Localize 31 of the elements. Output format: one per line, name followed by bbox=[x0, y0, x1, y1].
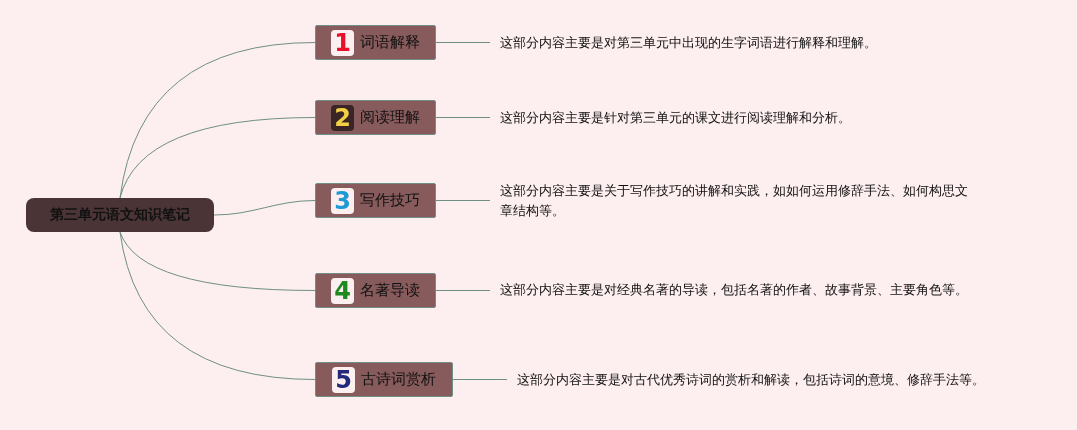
topic-text: 阅读理解 bbox=[359, 108, 420, 127]
connector-line bbox=[119, 231, 316, 380]
connector-line bbox=[435, 200, 491, 201]
description-text: 这部分内容主要是针对第三单元的课文进行阅读理解和分析。 bbox=[500, 109, 851, 127]
topic-text: 古诗词赏析 bbox=[360, 370, 436, 389]
root-topic-text: 第三单元语文知识笔记 bbox=[50, 206, 190, 224]
number-marker: 1 bbox=[331, 29, 354, 56]
description-text: 这部分内容主要是对第三单元中出现的生字词语进行解释和理解。 bbox=[500, 34, 877, 52]
connector-line bbox=[435, 117, 491, 118]
topic-box bbox=[315, 100, 436, 135]
topic-box bbox=[315, 183, 436, 218]
connector-line bbox=[435, 42, 491, 43]
connector-line bbox=[119, 117, 316, 199]
topic-text: 词语解释 bbox=[359, 33, 420, 52]
number-marker: 3 bbox=[331, 187, 354, 214]
description-text: 这部分内容主要是对经典名著的导读，包括名著的作者、故事背景、主要角色等。 bbox=[500, 281, 968, 299]
number-marker: 4 bbox=[331, 277, 354, 304]
topic-text: 名著导读 bbox=[359, 281, 420, 300]
topic-text: 写作技巧 bbox=[359, 191, 420, 210]
connector-line bbox=[452, 379, 508, 380]
description-text: 这部分内容主要是关于写作技巧的讲解和实践，如如何运用修辞手法、如何构思文章结构等。 bbox=[500, 182, 969, 220]
connector-line bbox=[213, 200, 316, 216]
connector-line bbox=[119, 231, 316, 291]
number-marker: 5 bbox=[332, 366, 355, 393]
description-text: 这部分内容主要是对古代优秀诗词的赏析和解读，包括诗词的意境、修辞手法等。 bbox=[517, 371, 985, 389]
topic-box bbox=[315, 362, 453, 397]
connector-line bbox=[435, 290, 491, 291]
topic-box bbox=[315, 25, 436, 60]
topic-box bbox=[315, 273, 436, 308]
root-topic-box bbox=[26, 198, 214, 232]
number-marker: 2 bbox=[331, 104, 354, 131]
